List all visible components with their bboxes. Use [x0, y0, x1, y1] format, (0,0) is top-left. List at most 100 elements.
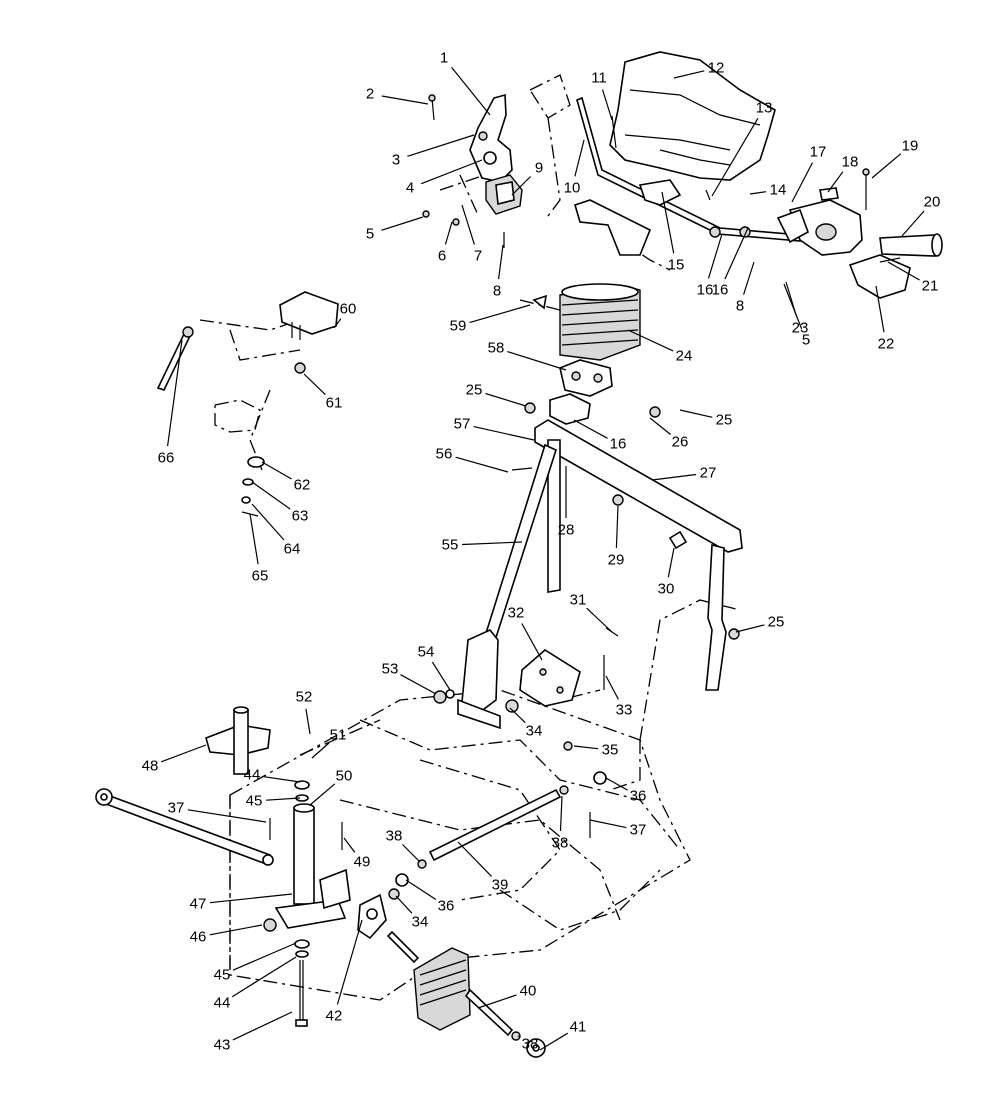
leader-line-16 [707, 233, 723, 279]
spindle-mount-48 [205, 706, 271, 775]
callout-14: 14 [770, 182, 787, 199]
leader-line-3 [407, 134, 475, 157]
leader-line-36 [405, 879, 437, 901]
leader-line-5 [381, 216, 424, 231]
callout-2: 2 [366, 86, 374, 103]
leader-line-61 [303, 373, 326, 396]
leader-line-64 [251, 503, 285, 541]
leader-line-13 [711, 117, 759, 197]
leader-line-16 [724, 227, 749, 280]
callout-63: 63 [292, 508, 309, 525]
callout-6: 6 [438, 248, 446, 265]
leader-line-57 [473, 426, 535, 441]
callout-41: 41 [570, 1019, 587, 1036]
callout-1: 1 [440, 50, 448, 67]
callout-46: 46 [190, 929, 207, 946]
leader-line-18 [827, 171, 844, 193]
switch-9 [485, 174, 523, 215]
callout-25: 25 [768, 614, 785, 631]
callout-29: 29 [608, 552, 625, 569]
leader-line-34 [509, 707, 526, 724]
callout-25: 25 [466, 382, 483, 399]
handlebar-cover-12 [609, 51, 776, 181]
callout-61: 61 [326, 395, 343, 412]
leader-line-21 [887, 261, 920, 281]
callout-39: 39 [492, 877, 509, 894]
leader-line-60 [333, 318, 342, 329]
leader-line-7 [461, 204, 475, 245]
leader-line-5 [783, 283, 803, 330]
frame-tube-27 [534, 419, 743, 691]
leader-line-47 [209, 893, 293, 904]
handlebar-bracket-15 [574, 179, 682, 256]
leader-line-66 [167, 339, 183, 447]
callout-38: 38 [522, 1036, 539, 1053]
bolt-43 [294, 780, 310, 1027]
leader-line-39 [457, 841, 493, 877]
leader-line-8 [498, 244, 504, 280]
leader-line-12 [673, 70, 705, 79]
callout-40: 40 [520, 983, 537, 1000]
callout-16: 16 [610, 436, 627, 453]
leader-line-37 [187, 809, 267, 823]
callout-62: 62 [294, 477, 311, 494]
screws-2-5-6-8 [422, 94, 505, 248]
callout-60: 60 [340, 301, 357, 318]
leader-line-10 [574, 139, 585, 177]
callout-13: 13 [756, 100, 773, 117]
clamp-58 [559, 359, 613, 397]
callout-36: 36 [438, 898, 455, 915]
callout-10: 10 [564, 180, 581, 197]
pitman-arm-42 [357, 893, 387, 940]
leader-line-14 [749, 191, 767, 195]
callout-38: 38 [552, 835, 569, 852]
callout-42: 42 [326, 1008, 343, 1025]
callout-53: 53 [382, 661, 399, 678]
leader-line-41 [539, 1032, 569, 1051]
callout-8: 8 [493, 283, 501, 300]
leader-line-35 [573, 745, 599, 750]
leader-line-50 [309, 783, 336, 806]
callout-23: 23 [792, 320, 809, 337]
leader-line-52 [305, 708, 311, 735]
leader-line-58 [507, 351, 567, 371]
leader-line-15 [661, 191, 675, 254]
leader-line-33 [605, 675, 619, 700]
callout-58: 58 [488, 340, 505, 357]
callout-37: 37 [630, 822, 647, 839]
hand-grip-20 [879, 233, 943, 257]
callout-65: 65 [252, 568, 269, 585]
callout-30: 30 [658, 581, 675, 598]
rubber-boot-24 [559, 283, 641, 361]
cable-66 [156, 326, 194, 391]
callout-5: 5 [366, 226, 374, 243]
rod-end-41 [511, 1031, 546, 1058]
callout-16: 16 [697, 282, 714, 299]
callout-51: 51 [330, 727, 347, 744]
leader-line-25 [485, 392, 527, 407]
callout-9: 9 [535, 160, 543, 177]
leader-line-16 [573, 419, 608, 439]
callout-7: 7 [474, 248, 482, 265]
switch-bracket-1 [469, 93, 513, 183]
callout-34: 34 [526, 723, 543, 740]
callout-33: 33 [616, 702, 633, 719]
callout-32: 32 [508, 605, 525, 622]
callout-24: 24 [676, 348, 693, 365]
callout-17: 17 [810, 144, 827, 161]
leader-line-44 [231, 956, 297, 998]
leader-line-4 [420, 159, 483, 185]
leader-line-38 [559, 795, 563, 832]
leader-line-31 [586, 607, 613, 633]
leader-line-2 [381, 95, 429, 105]
callout-16: 16 [712, 282, 729, 299]
callout-3: 3 [392, 152, 400, 169]
callout-38: 38 [386, 828, 403, 845]
callout-55: 55 [442, 537, 459, 554]
callout-47: 47 [190, 896, 207, 913]
leader-line-55 [461, 541, 523, 546]
callout-59: 59 [450, 318, 467, 335]
leader-line-11 [601, 89, 613, 121]
leader-line-26 [649, 417, 671, 435]
leader-line-45 [232, 942, 297, 971]
